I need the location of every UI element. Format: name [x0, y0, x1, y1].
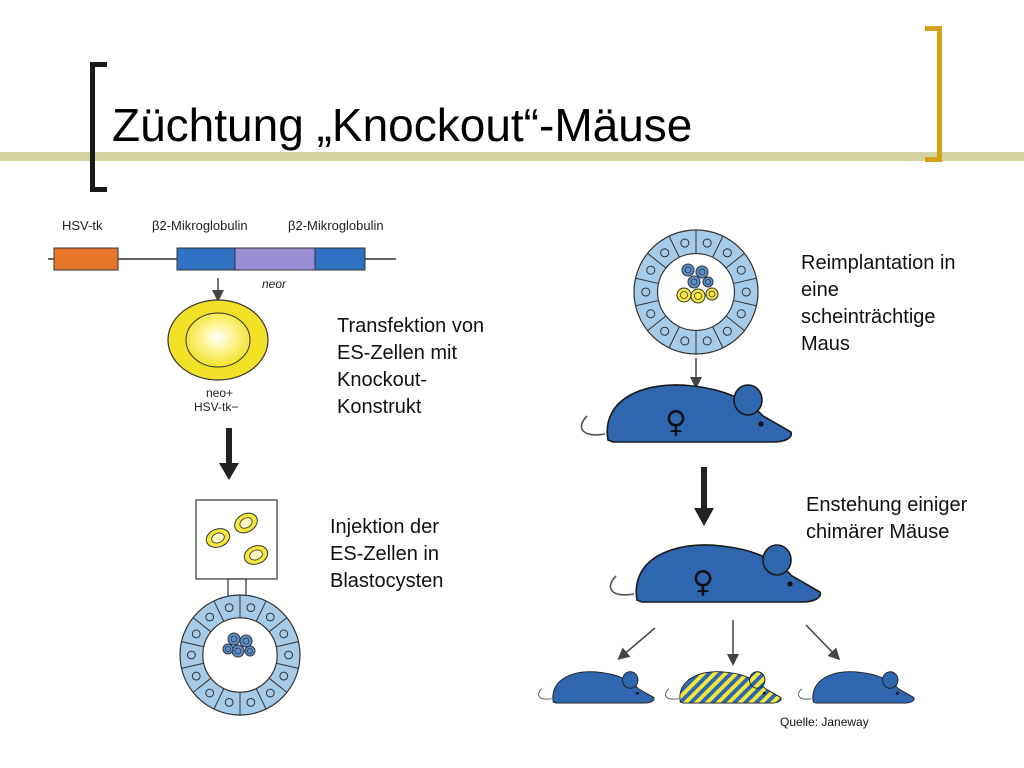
b2m-left-label: β2-Mikroglobulin [152, 218, 248, 233]
inner-cell [681, 263, 695, 277]
inner-cell [231, 644, 245, 658]
b2m-exon-right [314, 247, 366, 271]
trophoblast-nucleus [741, 287, 751, 297]
offspring-mouse-blue-right [798, 671, 915, 704]
cell-marker-neo: neo+ [206, 386, 233, 400]
neo-label: neor [262, 277, 287, 291]
inner-cell [687, 275, 701, 289]
chimeric-mouse: ♀ [609, 544, 822, 603]
inner-cell [244, 645, 256, 657]
chimera-female-symbol: ♀ [692, 565, 714, 600]
trophoblast-nucleus [660, 326, 670, 336]
trophoblast-nucleus [722, 248, 732, 258]
inner-cell [227, 632, 241, 646]
trophoblast-nucleus [279, 671, 289, 681]
mouse-female-symbol: ♀ [665, 405, 687, 440]
trophoblast-nucleus [224, 603, 234, 613]
hsv-tk-gene [53, 247, 119, 271]
foster-mother-mouse: ♀ [580, 384, 793, 443]
trophoblast-nucleus [284, 650, 294, 660]
blastocyst-reimplant [633, 229, 759, 355]
trophoblast-nucleus [722, 326, 732, 336]
blastocyst-injection [179, 594, 301, 716]
hsv-tk-label: HSV-tk [62, 218, 103, 233]
trophoblast-nucleus [660, 248, 670, 258]
inner-cell [239, 634, 253, 648]
offspring-mouse-chimeric [665, 671, 782, 704]
trophoblast-nucleus [246, 603, 256, 613]
right-bracket-decoration [925, 26, 942, 162]
trophoblast-nucleus [205, 688, 215, 698]
injected-es-cells-box [195, 499, 278, 623]
inner-cell [705, 287, 719, 301]
trophoblast-nucleus [641, 287, 651, 297]
trophoblast-nucleus [224, 697, 234, 707]
trophoblast-nucleus [702, 336, 712, 346]
es-cell [243, 545, 269, 565]
trophoblast-nucleus [702, 238, 712, 248]
trophoblast-nucleus [246, 697, 256, 707]
trophoblast-nucleus [736, 265, 746, 275]
neo-resistance-gene [234, 247, 316, 271]
trophoblast-nucleus [191, 629, 201, 639]
title-underline-bar [0, 152, 1024, 161]
transfected-es-cell: neo+ HSV-tk− [167, 299, 269, 414]
trophoblast-nucleus [265, 688, 275, 698]
cell-marker-hsvtk: HSV-tk− [194, 400, 238, 414]
source-credit: Quelle: Janeway [780, 715, 869, 729]
trophoblast-nucleus [205, 612, 215, 622]
inner-cell [702, 276, 714, 288]
es-cell [234, 512, 258, 534]
page-title: Züchtung „Knockout“-Mäuse [112, 99, 693, 151]
trophoblast-nucleus [736, 309, 746, 319]
trophoblast-nucleus [680, 238, 690, 248]
trophoblast-nucleus [646, 265, 656, 275]
trophoblast-nucleus [265, 612, 275, 622]
trophoblast-nucleus [191, 671, 201, 681]
trophoblast-nucleus [680, 336, 690, 346]
inner-cell [222, 643, 234, 655]
es-cell [205, 528, 231, 548]
trophoblast-nucleus [646, 309, 656, 319]
inner-cell [690, 288, 706, 304]
trophoblast-nucleus [279, 629, 289, 639]
left-bracket-decoration [90, 62, 107, 192]
b2m-exon-left [176, 247, 236, 271]
offspring-arrow-right [805, 624, 841, 661]
b2m-right-label: β2-Mikroglobulin [288, 218, 384, 233]
inner-cell [676, 287, 692, 303]
trophoblast-nucleus [187, 650, 196, 660]
offspring-arrow-left [617, 627, 656, 660]
inner-cell [695, 265, 709, 279]
offspring-mouse-blue-left [538, 671, 655, 704]
knockout-construct: HSV-tk β2-Mikroglobulin β2-Mikroglobulin… [48, 218, 396, 291]
